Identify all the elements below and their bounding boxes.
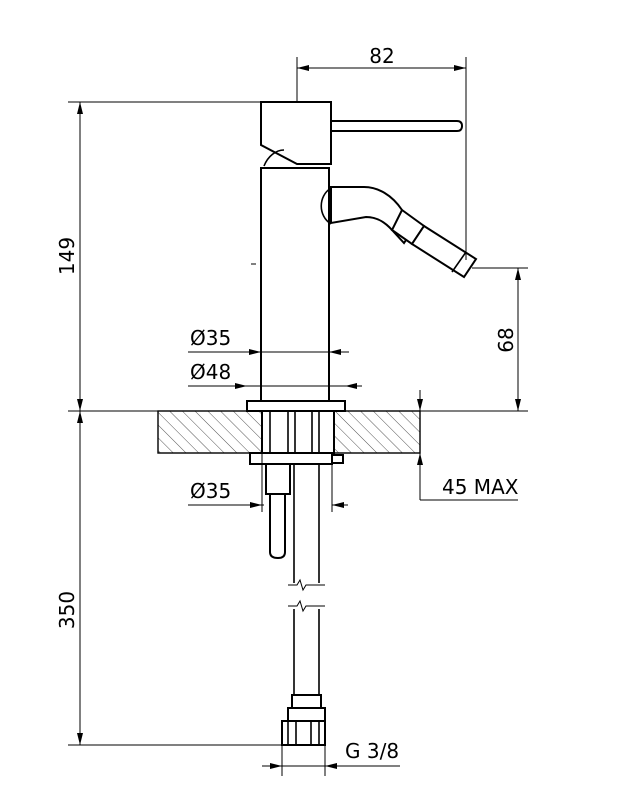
fixing-assembly	[249, 410, 344, 560]
dimension-label-hose-length: 350	[55, 591, 79, 629]
dimension-spout-reach: 82	[296, 44, 467, 260]
lever-handle	[260, 101, 464, 167]
dimension-base-diameter: Ø48	[188, 360, 362, 389]
countertop-section	[157, 410, 421, 454]
dimension-label-deck-thickness: 45 MAX	[442, 475, 519, 499]
flexible-hose	[281, 464, 326, 746]
mixer-body	[246, 167, 346, 412]
dimension-label-body-diameter: Ø35	[190, 326, 231, 350]
dimension-label-base-diameter: Ø48	[190, 360, 231, 384]
dimension-hose-length: 350	[55, 411, 282, 746]
dimension-label-shank-diameter: Ø35	[190, 479, 231, 503]
spout	[320, 186, 478, 279]
dimension-overall-height: 149	[55, 101, 261, 412]
dimension-label-overall-height: 149	[55, 237, 79, 275]
dimension-label-spout-reach: 82	[369, 44, 394, 68]
dimension-label-spout-height: 68	[494, 327, 518, 352]
dimension-shank-diameter: Ø35	[188, 453, 348, 512]
dimension-hose-connection: G 3/8	[262, 739, 400, 776]
dimension-spout-height: 68	[420, 267, 528, 412]
dimension-body-diameter: Ø35	[188, 326, 349, 355]
dimension-label-hose-connection: G 3/8	[345, 739, 399, 763]
dimension-deck-thickness: 45 MAX	[417, 390, 519, 501]
